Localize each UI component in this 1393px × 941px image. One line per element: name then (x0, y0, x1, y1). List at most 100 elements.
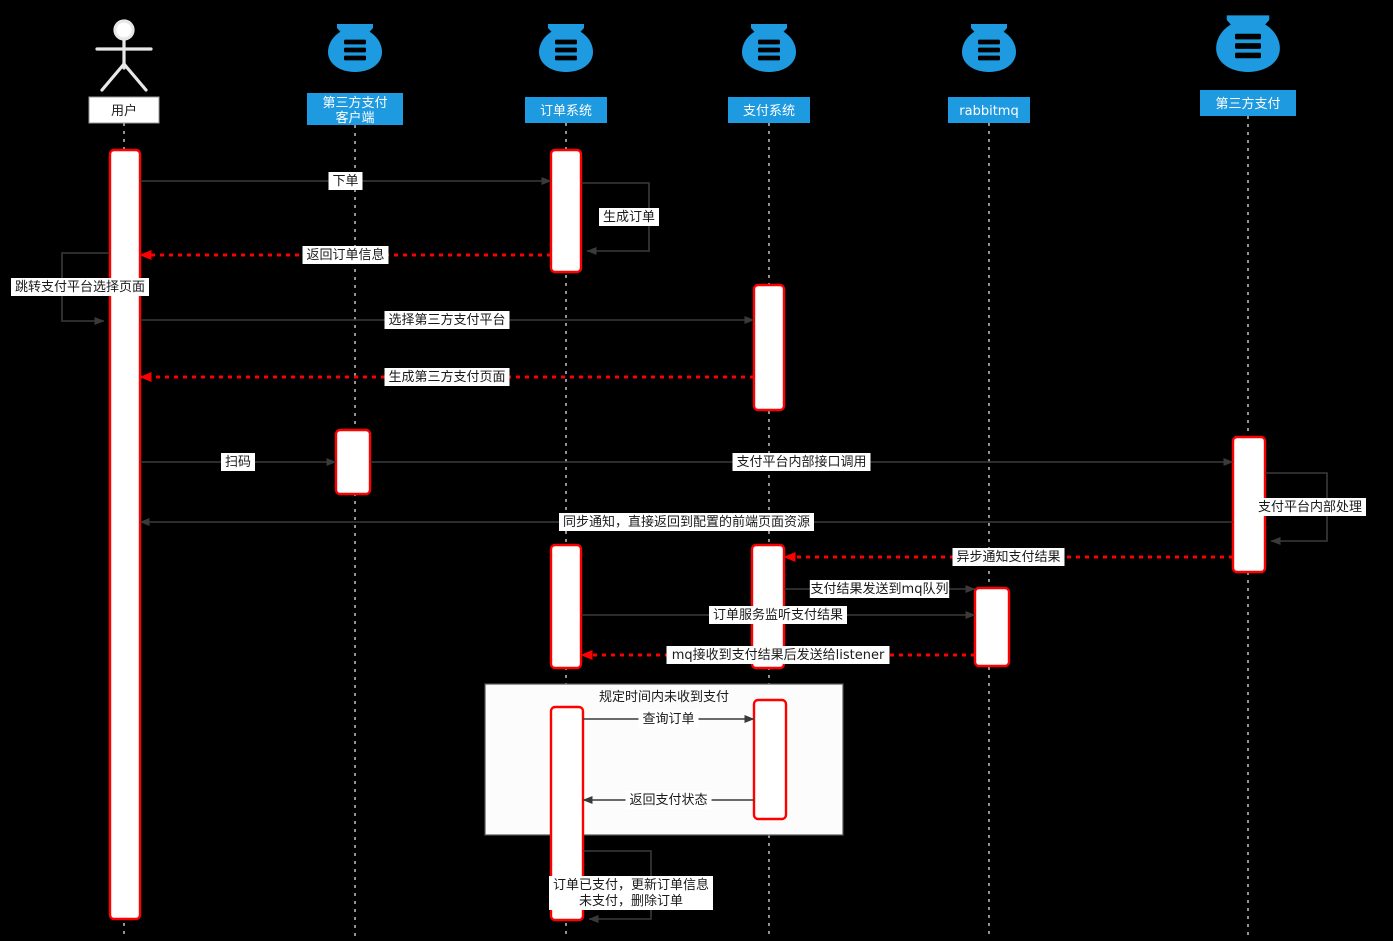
label-text: 查询订单 (642, 712, 694, 727)
activation-bar-rabbitmq (973, 586, 1011, 668)
service-icon (1216, 15, 1280, 72)
participant-label: 第三方支付 (1215, 96, 1280, 112)
label-text: 未支付，删除订单 (579, 894, 683, 909)
message-m3: 返回订单信息 (139, 246, 551, 264)
label-text: 同步通知，直接返回到配置的前端页面资源 (563, 514, 810, 530)
message-label: 选择第三方支付平台 (384, 311, 510, 329)
participant-rabbitmq[interactable]: rabbitmq (948, 24, 1030, 123)
label-text: 扫码 (225, 455, 251, 470)
message-label: 生成第三方支付页面 (384, 368, 510, 386)
message-m13: 订单服务监听支付结果 (581, 606, 976, 624)
label-text: 跳转支付平台选择页面 (15, 280, 145, 295)
message-m11: 异步通知支付结果 (783, 548, 1233, 566)
participant-pay[interactable]: 支付系统 (728, 24, 810, 123)
label-bg (328, 172, 363, 190)
label-text: 生成第三方支付页面 (388, 369, 505, 385)
label-text: 返回订单信息 (306, 247, 384, 263)
label-bg (625, 791, 712, 809)
service-icon (539, 24, 593, 72)
message-label: 生成订单 (599, 208, 659, 226)
message-m8: 支付平台内部接口调用 (370, 453, 1234, 471)
message-m4: 跳转支付平台选择页面 (11, 252, 149, 325)
label-text: 订单服务监听支付结果 (713, 607, 843, 623)
label-bg (384, 368, 510, 386)
message-m2: 生成订单 (581, 182, 659, 255)
label-bg (221, 453, 255, 471)
label-bg (384, 311, 510, 329)
service-icon (328, 24, 382, 72)
message-m9: 支付平台内部处理 (1254, 472, 1366, 545)
label-text: 下单 (332, 174, 358, 189)
label-text: mq接收到支付结果后发送给listener (672, 647, 885, 663)
label-bg (709, 606, 847, 624)
participant-label-box (1200, 90, 1296, 116)
message-m6: 生成第三方支付页面 (139, 368, 754, 386)
service-icon (962, 24, 1016, 72)
message-label: mq接收到支付结果后发送给listener (666, 646, 890, 664)
label-bg (666, 646, 890, 664)
activation-bar-order (549, 705, 585, 922)
activation-bar-order (549, 543, 583, 670)
participant-label: rabbitmq (959, 104, 1018, 119)
label-text: 支付结果发送到mq队列 (811, 581, 949, 597)
activations-layer (108, 148, 1267, 922)
label-text: 异步通知支付结果 (956, 549, 1060, 565)
message-label: 异步通知支付结果 (952, 548, 1065, 566)
label-text: 支付平台内部接口调用 (736, 454, 866, 470)
message-label: 订单服务监听支付结果 (709, 606, 847, 624)
label-bg (559, 513, 814, 531)
combined-fragment: 规定时间内未收到支付 (484, 683, 844, 836)
activation-bar-order (549, 148, 583, 274)
participant-label-box (88, 96, 160, 124)
label-text: 订单已支付，更新订单信息 (553, 877, 709, 893)
label-text: 返回支付状态 (629, 793, 707, 808)
message-label: 同步通知，直接返回到配置的前端页面资源 (559, 513, 814, 531)
label-bg (952, 548, 1065, 566)
activation-bar-client (334, 428, 372, 496)
message-label: 返回支付状态 (625, 791, 712, 809)
service-icon (742, 24, 796, 72)
participant-thirdparty[interactable]: 第三方支付 (1200, 15, 1296, 116)
participant-order[interactable]: 订单系统 (525, 24, 607, 123)
label-bg (11, 278, 149, 296)
message-label: 支付结果发送到mq队列 (809, 580, 950, 598)
message-m15: 查询订单 (583, 710, 755, 728)
label-bg (638, 710, 699, 728)
message-label: 支付平台内部处理 (1254, 498, 1366, 516)
label-text: 支付平台内部处理 (1258, 499, 1362, 515)
message-m7: 扫码 (140, 453, 337, 471)
label-bg (549, 876, 713, 910)
participant-label: 订单系统 (540, 104, 592, 119)
message-label: 返回订单信息 (302, 246, 389, 264)
label-bg (1254, 498, 1366, 516)
actor-icon (95, 19, 153, 92)
activation-bar-pay (752, 698, 788, 821)
label-bg (599, 208, 659, 226)
label-text: 生成订单 (603, 210, 655, 225)
participant-label: 第三方支付 (322, 95, 387, 111)
label-text: 选择第三方支付平台 (388, 312, 505, 328)
participant-label-box (728, 97, 810, 123)
fragment-box (484, 683, 844, 836)
label-bg (302, 246, 389, 264)
message-m14: mq接收到支付结果后发送给listener (580, 646, 975, 664)
message-label: 扫码 (221, 453, 255, 471)
participant-label-box (307, 93, 403, 125)
message-label: 查询订单 (638, 710, 699, 728)
activation-bar-pay (752, 283, 786, 412)
message-m10: 同步通知，直接返回到配置的前端页面资源 (139, 513, 1233, 531)
participant-label-box (948, 97, 1030, 123)
message-label: 跳转支付平台选择页面 (11, 278, 149, 296)
message-m12: 支付结果发送到mq队列 (784, 580, 976, 598)
fragment-layer: 规定时间内未收到支付 (484, 683, 844, 836)
message-m1: 下单 (140, 172, 552, 190)
fragment-title: 规定时间内未收到支付 (599, 689, 729, 705)
participant-label: 客户端 (335, 110, 374, 126)
message-label: 支付平台内部接口调用 (732, 453, 871, 471)
message-label: 下单 (328, 172, 363, 190)
participant-user[interactable]: 用户 (88, 19, 160, 124)
